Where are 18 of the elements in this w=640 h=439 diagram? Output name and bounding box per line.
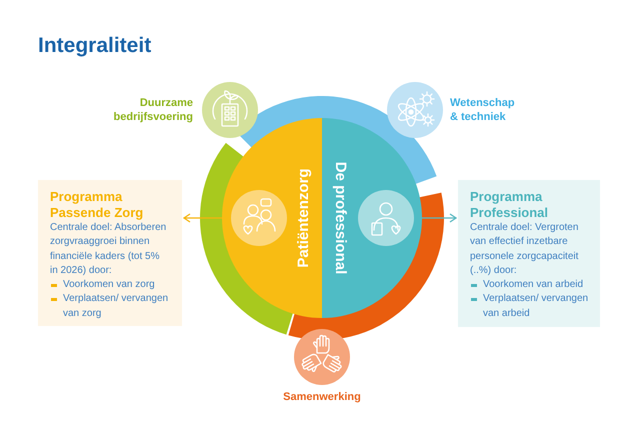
card-text: Centrale doel: Absorberen zorgvraaggroei binnen financiële kaders (tot 5% in 2026) door: xyxy=(50,221,168,278)
arrow xyxy=(422,213,457,223)
section-label: Patiëntenzorg xyxy=(295,168,313,268)
list-item: Voorkomen van arbeid xyxy=(483,278,584,292)
list-item: Voorkomen van zorg xyxy=(63,278,156,292)
pillar-label: Wetenschap & techniek xyxy=(450,96,516,124)
section-label: De professional xyxy=(331,162,349,274)
info-card xyxy=(458,180,600,327)
list-item: Verplaatsen/ vervangen van zorg xyxy=(63,292,170,321)
list-item: Verplaatsen/ vervangen van arbeid xyxy=(483,292,590,321)
arrow xyxy=(183,213,222,223)
card-title: Programma Professional xyxy=(470,189,550,221)
card-title: Programma Passende Zorg xyxy=(50,189,144,221)
info-card xyxy=(38,180,182,326)
card-text: Centrale doel: Vergroten van effectief inzetbare personele zorgcapaciteit (..%) door: xyxy=(470,221,580,278)
page-title: Integraliteit xyxy=(38,34,152,58)
pillar-label: Samenwerking xyxy=(282,390,362,404)
pillar-label: Duurzame bedrijfsvoering xyxy=(112,96,193,124)
